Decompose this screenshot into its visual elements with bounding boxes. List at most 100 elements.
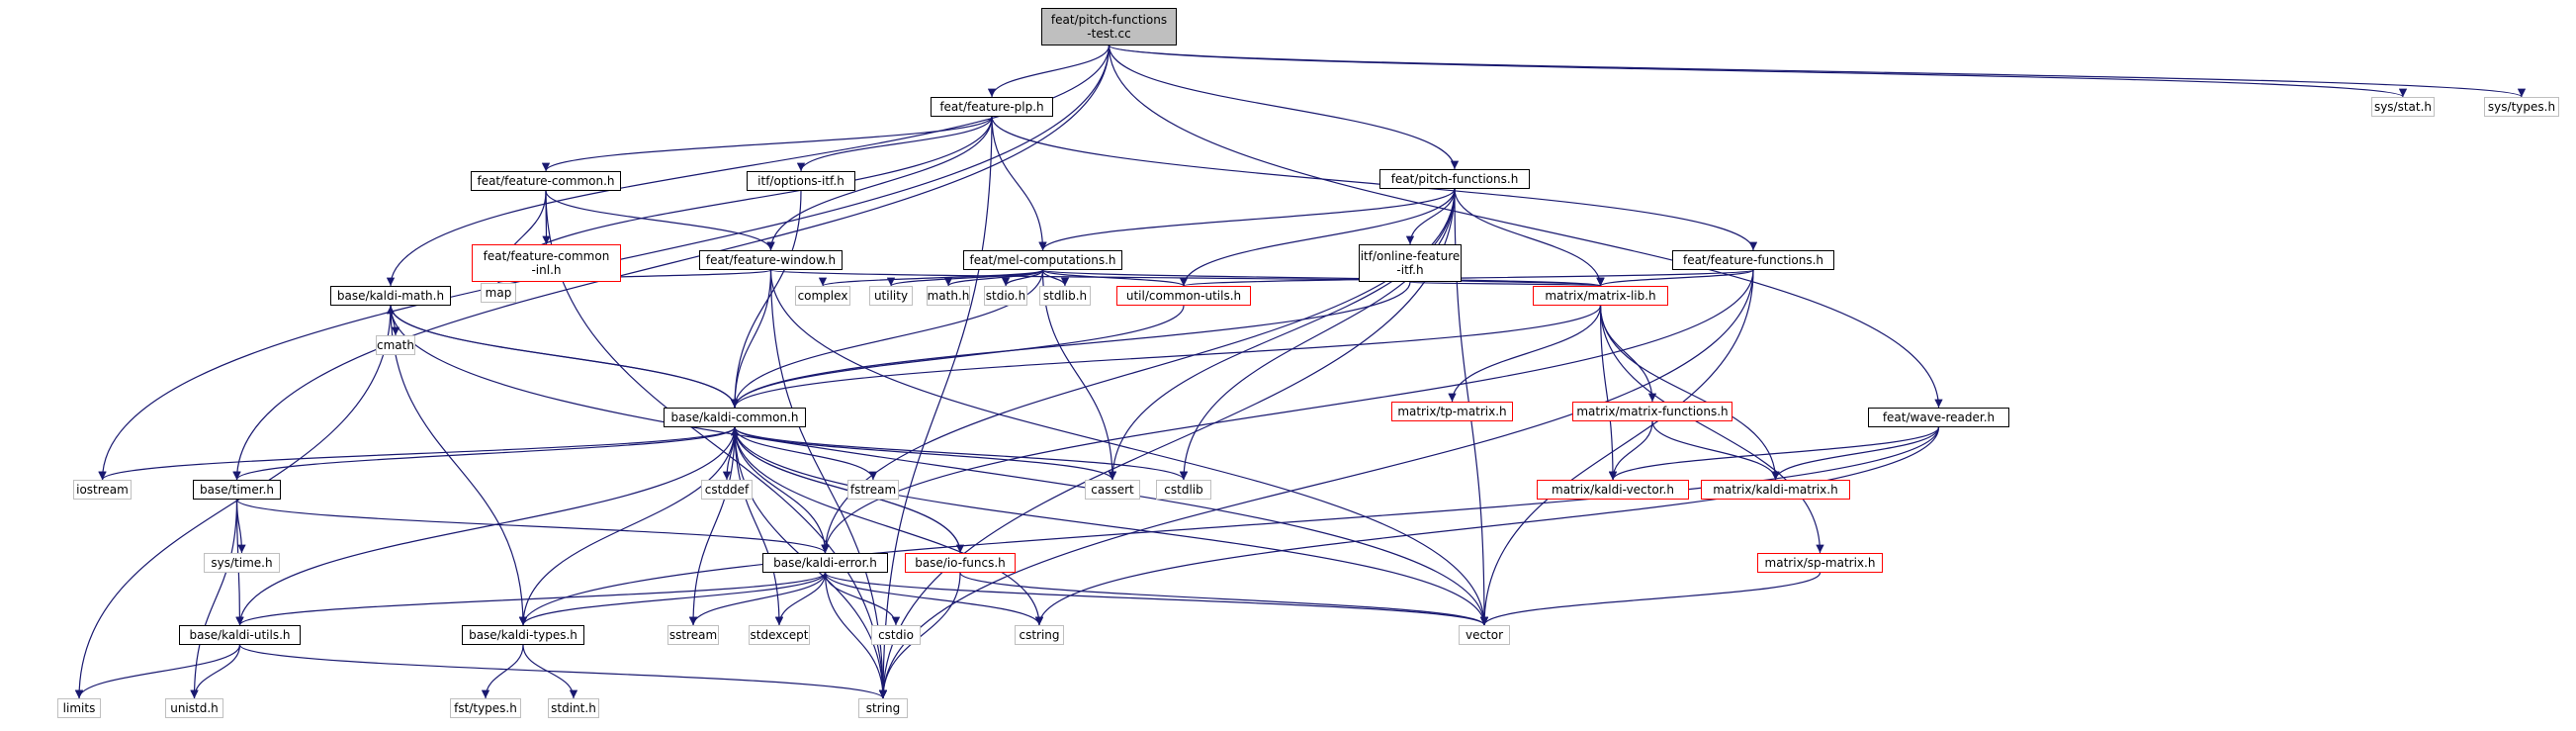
node-stdexcept[interactable]: stdexcept bbox=[749, 625, 810, 645]
node-root[interactable]: feat/pitch-functions -test.cc bbox=[1041, 8, 1177, 46]
node-featfunctions[interactable]: feat/feature-functions.h bbox=[1672, 250, 1834, 270]
edge-matrixfunctions-to-kaldivector bbox=[1608, 420, 1653, 481]
edge-kaldicommon-to-stdexcept bbox=[734, 426, 784, 626]
node-kaldiutils[interactable]: base/kaldi-utils.h bbox=[179, 625, 301, 645]
node-mathh[interactable]: math.h bbox=[927, 286, 970, 306]
edge-iofuncs-to-vector bbox=[959, 572, 1489, 626]
node-kaldimath[interactable]: base/kaldi-math.h bbox=[330, 286, 451, 306]
node-onlinefeat[interactable]: itf/online-feature -itf.h bbox=[1359, 244, 1462, 282]
edge-kalditypes-to-stdinth bbox=[522, 644, 578, 699]
edge-featfunctions-to-vector bbox=[1479, 269, 1754, 626]
edge-kaldiutils-to-unistdh bbox=[190, 644, 241, 699]
edge-featfunctions-to-commonutils bbox=[1180, 269, 1754, 287]
node-spmatrix[interactable]: matrix/sp-matrix.h bbox=[1757, 553, 1883, 573]
edge-root-to-kaldimath bbox=[386, 45, 1110, 287]
edge-featwindow-to-vector bbox=[769, 269, 1489, 626]
node-melcomp[interactable]: feat/mel-computations.h bbox=[963, 250, 1122, 270]
edge-root-to-plp bbox=[987, 45, 1110, 98]
edge-matrixlib-to-kaldimatrix bbox=[1599, 305, 1780, 481]
edge-pitchfn-to-commonutils bbox=[1179, 188, 1456, 287]
node-tpmatrix[interactable]: matrix/tp-matrix.h bbox=[1391, 402, 1513, 421]
node-cstdio[interactable]: cstdio bbox=[871, 625, 921, 645]
edge-kaldierror-to-kaldiutils bbox=[235, 572, 827, 626]
edge-wavereader-to-cstring bbox=[1034, 426, 1940, 626]
edge-wavereader-to-kaldivector bbox=[1608, 426, 1940, 481]
edge-kaldicommon-to-kalditypes bbox=[518, 426, 736, 626]
node-featwindow[interactable]: feat/feature-window.h bbox=[699, 250, 843, 270]
node-cstring[interactable]: cstring bbox=[1015, 625, 1064, 645]
node-wavereader[interactable]: feat/wave-reader.h bbox=[1868, 408, 2009, 427]
node-cstdlib[interactable]: cstdlib bbox=[1156, 480, 1211, 500]
node-matrixlib[interactable]: matrix/matrix-lib.h bbox=[1533, 286, 1668, 306]
node-cassert[interactable]: cassert bbox=[1085, 480, 1140, 500]
node-kaldierror[interactable]: base/kaldi-error.h bbox=[762, 553, 888, 573]
edge-kaldicommon-to-vector bbox=[734, 426, 1489, 626]
edge-plp-to-string bbox=[878, 116, 993, 699]
edge-kaldicommon-to-iostream bbox=[98, 426, 736, 481]
node-vector[interactable]: vector bbox=[1459, 625, 1510, 645]
node-pitchfn[interactable]: feat/pitch-functions.h bbox=[1379, 169, 1530, 189]
node-map[interactable]: map bbox=[481, 283, 516, 303]
edge-pitchfn-to-melcomp bbox=[1038, 188, 1456, 251]
node-systime[interactable]: sys/time.h bbox=[204, 553, 280, 573]
edge-pitchfn-to-string bbox=[878, 188, 1456, 699]
edge-root-to-sysstat bbox=[1108, 45, 2407, 98]
node-iostream[interactable]: iostream bbox=[73, 480, 132, 500]
edge-featfunctions-to-string bbox=[878, 269, 1754, 699]
node-stdioh[interactable]: stdio.h bbox=[984, 286, 1027, 306]
edge-root-to-systypes bbox=[1108, 45, 2526, 98]
node-cstddef[interactable]: cstddef bbox=[701, 480, 753, 500]
node-kalditypes[interactable]: base/kaldi-types.h bbox=[462, 625, 584, 645]
node-commonutils[interactable]: util/common-utils.h bbox=[1116, 286, 1251, 306]
node-stdlibh[interactable]: stdlib.h bbox=[1039, 286, 1091, 306]
edge-melcomp-to-utility bbox=[886, 269, 1044, 287]
edge-kaldicommon-to-cstring bbox=[734, 426, 1044, 626]
node-fsttypes[interactable]: fst/types.h bbox=[450, 698, 521, 718]
node-stdinth[interactable]: stdint.h bbox=[548, 698, 599, 718]
node-fstream[interactable]: fstream bbox=[847, 480, 899, 500]
edge-kaldimath-to-vector bbox=[390, 305, 1489, 626]
node-limits[interactable]: limits bbox=[57, 698, 101, 718]
edge-kaldiutils-to-string bbox=[238, 644, 887, 699]
node-featcommoninl[interactable]: feat/feature-common -inl.h bbox=[472, 244, 621, 282]
node-timer[interactable]: base/timer.h bbox=[193, 480, 281, 500]
edge-melcomp-to-stdlibh bbox=[1041, 269, 1070, 287]
node-iofuncs[interactable]: base/io-funcs.h bbox=[905, 553, 1016, 573]
edge-kaldicommon-to-kaldiutils bbox=[235, 426, 736, 626]
node-kaldivector[interactable]: matrix/kaldi-vector.h bbox=[1537, 480, 1689, 500]
edge-kaldierror-to-vector bbox=[824, 572, 1488, 626]
node-featcommon[interactable]: feat/feature-common.h bbox=[471, 171, 621, 191]
edge-wavereader-to-kaldimatrix bbox=[1771, 426, 1940, 481]
node-kaldicommon[interactable]: base/kaldi-common.h bbox=[664, 408, 806, 427]
node-plp[interactable]: feat/feature-plp.h bbox=[931, 97, 1053, 117]
edge-featwindow-to-kaldicommon bbox=[730, 269, 772, 409]
node-kaldimatrix[interactable]: matrix/kaldi-matrix.h bbox=[1701, 480, 1850, 500]
node-cmath[interactable]: cmath bbox=[376, 335, 415, 355]
edge-melcomp-to-matrixlib bbox=[1041, 269, 1605, 287]
node-string[interactable]: string bbox=[858, 698, 908, 718]
edge-matrixlib-to-spmatrix bbox=[1599, 305, 1824, 554]
edge-kaldiutils-to-limits bbox=[74, 644, 241, 699]
edge-plp-to-featfunctions bbox=[991, 116, 1758, 251]
node-systypes[interactable]: sys/types.h bbox=[2484, 97, 2559, 117]
node-optitf[interactable]: itf/options-itf.h bbox=[747, 171, 855, 191]
node-utility[interactable]: utility bbox=[869, 286, 913, 306]
edge-kaldicommon-to-kaldierror bbox=[734, 426, 830, 554]
edge-kaldierror-to-cstring bbox=[824, 572, 1044, 626]
edge-kaldicommon-to-sstream bbox=[688, 426, 736, 626]
edge-root-to-wavereader bbox=[1108, 45, 1943, 409]
edge-onlinefeat-to-matrixlib bbox=[1409, 277, 1604, 287]
edge-kaldicommon-to-timer bbox=[232, 426, 736, 481]
edge-kaldicommon-to-cassert bbox=[734, 426, 1117, 481]
edge-wavereader-to-kalditypes bbox=[518, 426, 1940, 626]
edge-melcomp-to-mathh bbox=[943, 269, 1044, 287]
node-complex[interactable]: complex bbox=[795, 286, 850, 306]
node-sysstat[interactable]: sys/stat.h bbox=[2371, 97, 2435, 117]
node-matrixfunctions[interactable]: matrix/matrix-functions.h bbox=[1572, 402, 1732, 421]
node-unistdh[interactable]: unistd.h bbox=[165, 698, 223, 718]
edge-spmatrix-to-vector bbox=[1479, 572, 1821, 626]
node-sstream[interactable]: sstream bbox=[667, 625, 719, 645]
edge-pitchfn-to-matrixlib bbox=[1454, 188, 1605, 287]
